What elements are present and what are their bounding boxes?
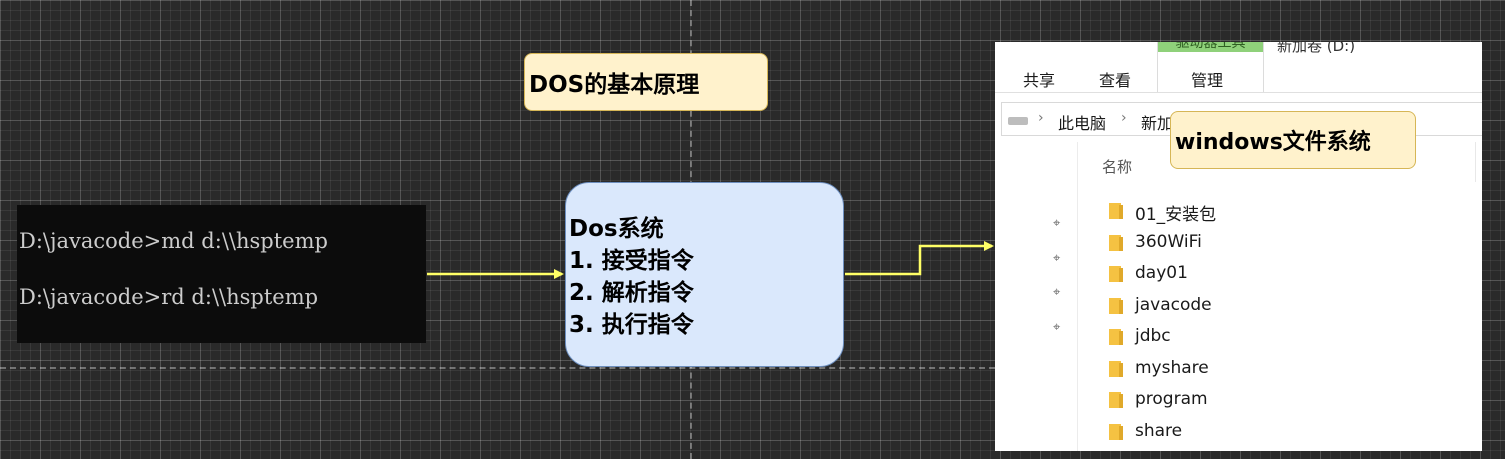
drive-tools-group: 驱动器工具 <box>1157 42 1264 92</box>
folder-name: javacode <box>1135 294 1212 315</box>
folder-name: jdbc <box>1135 326 1171 346</box>
chevron-right-icon: › <box>1038 110 1044 126</box>
pin-icon[interactable]: ⌖ <box>1053 216 1061 231</box>
list-item[interactable]: javacode <box>995 295 1475 321</box>
list-item[interactable]: program <box>995 389 1475 415</box>
ribbon-divider <box>995 92 1482 93</box>
folder-name: day01 <box>1135 263 1188 283</box>
tab-share[interactable]: 共享 <box>1023 71 1056 90</box>
pin-icon[interactable]: ⌖ <box>1053 251 1061 266</box>
pin-icon[interactable]: ⌖ <box>1053 285 1061 300</box>
dos-system-box[interactable]: Dos系统 1. 接受指令 2. 解析指令 3. 执行指令 <box>565 182 844 367</box>
dos-heading: Dos系统 <box>569 216 664 242</box>
tab-view[interactable]: 查看 <box>1099 71 1132 90</box>
tab-manage[interactable]: 管理 <box>1191 71 1224 90</box>
breadcrumb-drive[interactable]: 新加 <box>1141 114 1174 133</box>
folder-name: share <box>1135 420 1183 441</box>
nav-pane-divider <box>1077 142 1078 451</box>
scrollbar[interactable] <box>1475 142 1476 182</box>
pin-icon[interactable]: ⌖ <box>1053 320 1061 335</box>
folder-icon <box>1109 328 1123 345</box>
list-item[interactable]: 360WiFi <box>995 232 1475 258</box>
folder-icon <box>1109 265 1123 282</box>
chevron-right-icon: › <box>1121 110 1127 126</box>
list-item[interactable]: day01 <box>995 263 1475 289</box>
list-item[interactable]: myshare <box>995 358 1475 384</box>
arrow-dos-to-windows <box>845 241 994 276</box>
drive-title: 新加卷 (D:) <box>1277 42 1356 55</box>
folder-icon <box>1109 297 1123 314</box>
windows-fs-text: windows文件系统 <box>1175 130 1371 155</box>
windows-fs-note[interactable]: windows文件系统 <box>1170 111 1416 169</box>
breadcrumb-this-pc[interactable]: 此电脑 <box>1058 114 1107 133</box>
folder-name: myshare <box>1135 357 1209 378</box>
folder-icon <box>1109 360 1123 377</box>
folder-icon <box>1109 234 1123 251</box>
file-explorer-window: 驱动器工具 新加卷 (D:) 共享 查看 管理 › 此电脑 › 新加 名称 ⌖ … <box>995 42 1482 451</box>
drive-tools-label: 驱动器工具 <box>1158 42 1263 52</box>
folder-name: 01_安装包 <box>1135 205 1217 225</box>
terminal-line: D:\javacode>rd d:\\hsptemp <box>19 285 319 309</box>
dos-step: 1. 接受指令 <box>569 248 694 274</box>
column-header-name[interactable]: 名称 <box>1102 158 1133 176</box>
cmd-terminal[interactable]: D:\javacode>md d:\\hsptemp D:\javacode>r… <box>17 205 426 343</box>
list-item[interactable]: share <box>995 421 1475 447</box>
dos-step: 2. 解析指令 <box>569 280 694 306</box>
folder-icon <box>1109 423 1123 440</box>
title-text: DOS的基本原理 <box>529 72 700 98</box>
folder-name: program <box>1135 389 1208 409</box>
terminal-line: D:\javacode>md d:\\hsptemp <box>19 229 328 253</box>
drive-icon <box>1008 117 1028 125</box>
list-item[interactable]: 01_安装包 <box>995 200 1475 226</box>
folder-icon <box>1109 391 1123 408</box>
title-note[interactable]: DOS的基本原理 <box>524 53 768 111</box>
folder-name: 360WiFi <box>1135 231 1202 252</box>
list-item[interactable]: jdbc <box>995 326 1475 352</box>
horizontal-guide-line <box>0 367 995 369</box>
folder-icon <box>1109 202 1123 219</box>
dos-step: 3. 执行指令 <box>569 312 694 338</box>
